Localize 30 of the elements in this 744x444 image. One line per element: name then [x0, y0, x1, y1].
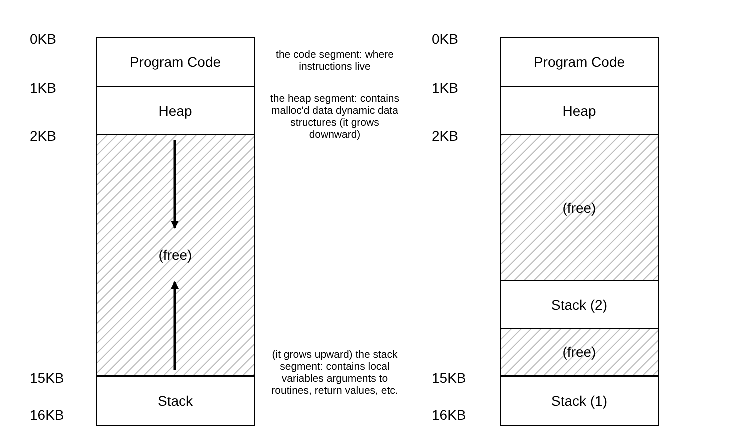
- annotation-text: the heap segment: contains malloc'd data dynamic data structures (it grows downward): [269, 93, 400, 141]
- address-label: 16KB: [432, 407, 466, 423]
- memory-segment: [500, 86, 659, 135]
- address-label: 16KB: [30, 407, 64, 423]
- segment-label: Heap: [158, 102, 194, 118]
- free-region: [500, 328, 659, 376]
- memory-segment: [500, 37, 659, 87]
- free-region: [96, 134, 255, 376]
- annotation-text: the code segment: where instructions live: [275, 49, 395, 73]
- segment-label: (free): [158, 247, 194, 263]
- address-label: 1KB: [432, 80, 458, 96]
- segment-label: Stack: [156, 393, 194, 409]
- address-label: 1KB: [30, 80, 56, 96]
- segment-label: Program Code: [532, 54, 626, 70]
- memory-segment: [500, 376, 659, 426]
- segment-label: (free): [562, 200, 598, 216]
- segment-label: Program Code: [128, 54, 222, 70]
- segment-label: Stack (1): [550, 393, 608, 409]
- address-label: 15KB: [432, 370, 466, 386]
- segment-label: (free): [562, 344, 598, 360]
- annotation-text: (it grows upward) the stack segment: contains local variables arguments to routines, return values, etc.: [270, 349, 400, 397]
- address-label: 15KB: [30, 370, 64, 386]
- memory-segment: [500, 280, 659, 329]
- address-label: 0KB: [30, 31, 56, 47]
- address-label: 0KB: [432, 31, 458, 47]
- segment-label: Heap: [562, 102, 598, 118]
- free-region: [500, 134, 659, 281]
- address-label: 2KB: [30, 128, 56, 144]
- address-label: 2KB: [432, 128, 458, 144]
- segment-label: Stack (2): [550, 296, 608, 312]
